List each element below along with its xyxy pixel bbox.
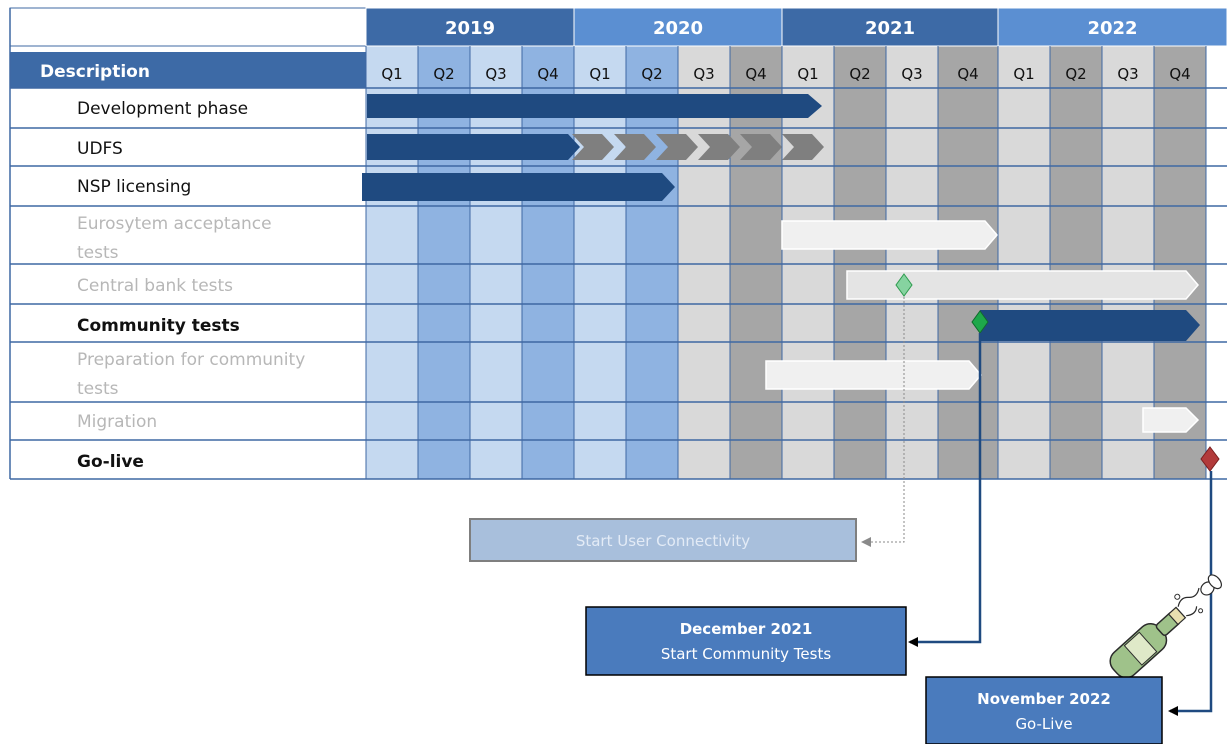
bar-central-bank-tests <box>846 270 1199 300</box>
year-cell <box>573 7 783 47</box>
quarter-label: Q2 <box>433 65 454 83</box>
row-label: Eurosytem acceptance <box>77 214 272 234</box>
bar-migration <box>1142 407 1200 433</box>
label-area-bg <box>10 88 366 479</box>
description-header <box>10 52 366 88</box>
quarter-column-bg <box>522 46 574 479</box>
bar-eurosystem-acceptance-tests <box>781 220 998 250</box>
quarter-column-bg <box>1050 46 1102 479</box>
quarter-label: Q1 <box>797 65 818 83</box>
row-label: Community tests <box>77 316 240 336</box>
callout-user-connectivity-label: Start User Connectivity <box>576 532 750 550</box>
callout-go-live: November 2022 Go-Live <box>925 676 1163 744</box>
milestone-central-bank-tests <box>895 273 913 297</box>
quarter-column-bg <box>782 46 834 479</box>
callout-user-connectivity: Start User Connectivity <box>469 518 857 562</box>
grid-lines <box>9 8 1227 480</box>
quarter-label: Q1 <box>589 65 610 83</box>
bar-community-tests <box>980 310 1200 341</box>
row-label: Migration <box>77 412 157 432</box>
quarter-column-bg <box>730 46 782 479</box>
quarter-column-bg <box>998 46 1050 479</box>
year-label: 2022 <box>1087 18 1137 39</box>
year-label: 2021 <box>865 18 915 39</box>
quarter-column-bg <box>834 46 886 479</box>
connector-community-tests <box>908 333 982 647</box>
year-cell <box>997 7 1227 47</box>
row-label: Preparation for community <box>77 350 305 370</box>
quarter-label: Q3 <box>693 65 714 83</box>
quarter-column-bg <box>886 46 938 479</box>
quarter-label: Q1 <box>1013 65 1034 83</box>
quarter-label: Q4 <box>537 65 558 83</box>
row-label: UDFS <box>77 139 123 159</box>
quarter-label: Q4 <box>957 65 978 83</box>
quarter-label: Q3 <box>485 65 506 83</box>
row-label: tests <box>77 243 119 263</box>
bar-preparation-community-tests <box>765 360 982 390</box>
quarter-label: Q4 <box>1169 65 1190 83</box>
callout-go-live-date: November 2022 <box>977 690 1111 708</box>
callout-go-live-text: Go-Live <box>1015 715 1072 733</box>
year-label: 2019 <box>445 18 495 39</box>
callout-community-tests-text: Start Community Tests <box>661 645 832 663</box>
quarter-column-bg <box>418 46 470 479</box>
quarter-label: Q1 <box>381 65 402 83</box>
bar-development-phase <box>367 94 822 118</box>
row-label: Go-live <box>77 452 144 472</box>
row-label: NSP licensing <box>77 177 191 197</box>
bar-udfs-solid <box>367 134 580 160</box>
connector-go-live <box>1168 471 1213 716</box>
bar-nsp-licensing <box>362 173 675 201</box>
description-header-label: Description <box>40 62 150 82</box>
quarter-column-bg <box>366 46 418 479</box>
row-label: Central bank tests <box>77 276 233 296</box>
quarter-column-bg <box>626 46 678 479</box>
callout-community-tests: December 2021 Start Community Tests <box>585 606 907 676</box>
champagne-bottle-icon <box>1109 574 1222 679</box>
quarter-column-bg <box>678 46 730 479</box>
year-cell <box>781 7 999 47</box>
year-header: 2019 2020 2021 2022 <box>365 7 1227 47</box>
quarter-header: Q1 Q2 Q3 Q4 Q1 Q2 Q3 Q4 Q1 Q2 Q3 Q4 Q1 Q2 Q3 Q4 <box>381 65 1190 83</box>
quarter-label: Q3 <box>1117 65 1138 83</box>
year-cell <box>365 7 575 47</box>
bar-udfs-chevrons <box>572 134 824 160</box>
quarter-label: Q4 <box>745 65 766 83</box>
quarter-label: Q2 <box>849 65 870 83</box>
quarter-label: Q2 <box>1065 65 1086 83</box>
grid-background <box>10 46 1206 479</box>
connector-user-connectivity <box>861 297 905 547</box>
quarter-column-bg <box>1154 46 1206 479</box>
quarter-label: Q2 <box>641 65 662 83</box>
quarter-label: Q3 <box>901 65 922 83</box>
row-label: tests <box>77 379 119 399</box>
year-label: 2020 <box>653 18 703 39</box>
row-label: Development phase <box>77 99 248 119</box>
callout-community-tests-date: December 2021 <box>680 620 813 638</box>
quarter-column-bg <box>1102 46 1154 479</box>
quarter-column-bg <box>574 46 626 479</box>
quarter-column-bg <box>938 46 998 479</box>
quarter-column-bg <box>470 46 522 479</box>
